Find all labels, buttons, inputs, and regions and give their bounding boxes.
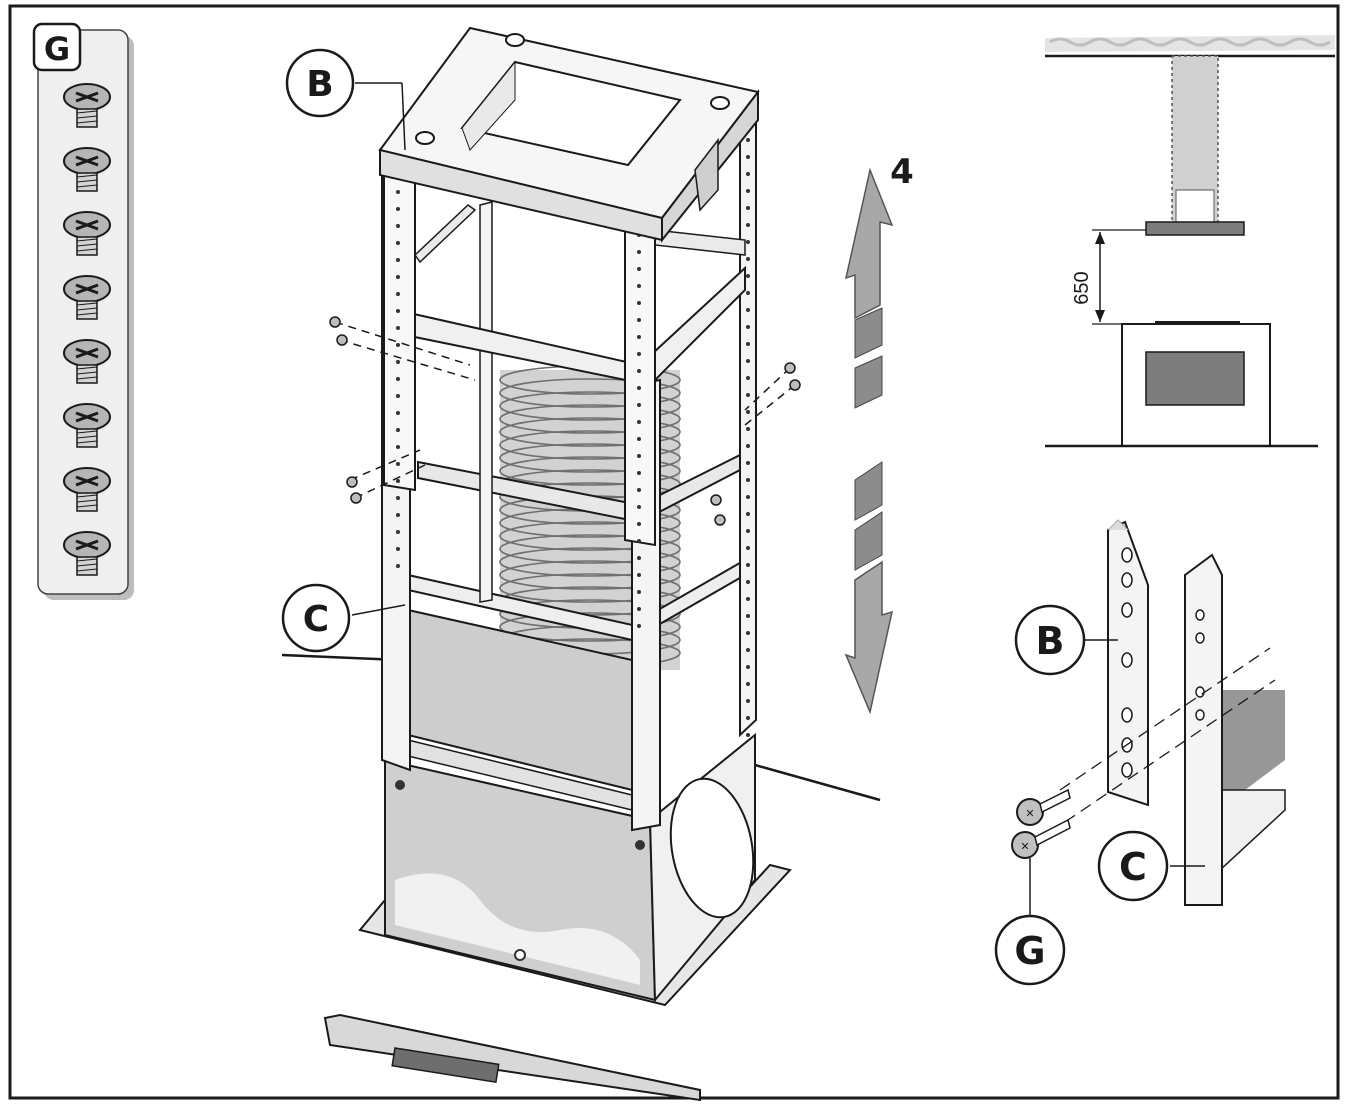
- control-panel-bar: [323, 1013, 701, 1102]
- callout-b-label: B: [306, 64, 333, 105]
- callout-c: [281, 583, 351, 653]
- detail-callout-c: [1097, 830, 1169, 902]
- callout-b: [285, 48, 355, 118]
- svg-text:✕: ✕: [1025, 808, 1034, 820]
- callout-c-label: C: [303, 599, 329, 640]
- air-outlet-hole: [669, 777, 755, 919]
- detail-bracket-c: [1184, 553, 1223, 906]
- hood-assembly: B C: [281, 26, 881, 1102]
- screw-icon: [63, 147, 111, 192]
- arrow-down-icon: [844, 560, 894, 715]
- detail-screws: ✕ ✕: [1011, 788, 1071, 859]
- screw-icon: [63, 275, 111, 320]
- floor-line: [754, 763, 881, 802]
- kit-label: G: [44, 30, 70, 68]
- screw-icon: [63, 531, 111, 576]
- screw-icon: [63, 467, 111, 512]
- screw-stack: [63, 83, 111, 576]
- svg-text:✕: ✕: [1020, 841, 1029, 853]
- hood-body: [1145, 221, 1245, 236]
- arrow-up-icon: [844, 167, 894, 320]
- step-number: 4: [890, 152, 914, 192]
- detail-callout-c-label: C: [1119, 845, 1147, 889]
- oven-window: [1145, 351, 1245, 406]
- assembly-screws: [329, 316, 801, 526]
- upper-bracket-b: [383, 138, 750, 737]
- detail-callout-b: [1014, 604, 1086, 676]
- detail-callout-g-label: G: [1014, 929, 1045, 973]
- control-panel-display: [391, 1047, 500, 1084]
- detail-callout-b-label: B: [1036, 619, 1065, 663]
- dimension-value: 650: [1071, 271, 1093, 304]
- kit-label-box: [32, 22, 82, 72]
- wall-line: [281, 653, 401, 662]
- height-adjust-arrows: 4: [844, 152, 914, 715]
- bracket-fixing-detail: ✕ ✕ B C G: [994, 519, 1286, 986]
- detail-callout-g: [994, 914, 1066, 986]
- screw-icon: [63, 83, 111, 128]
- screw-kit-panel: G: [32, 22, 134, 600]
- screw-icon: [63, 211, 111, 256]
- height-dimension-detail: 650: [1045, 35, 1335, 448]
- screw-icon: [63, 403, 111, 448]
- screw-icon: [63, 339, 111, 384]
